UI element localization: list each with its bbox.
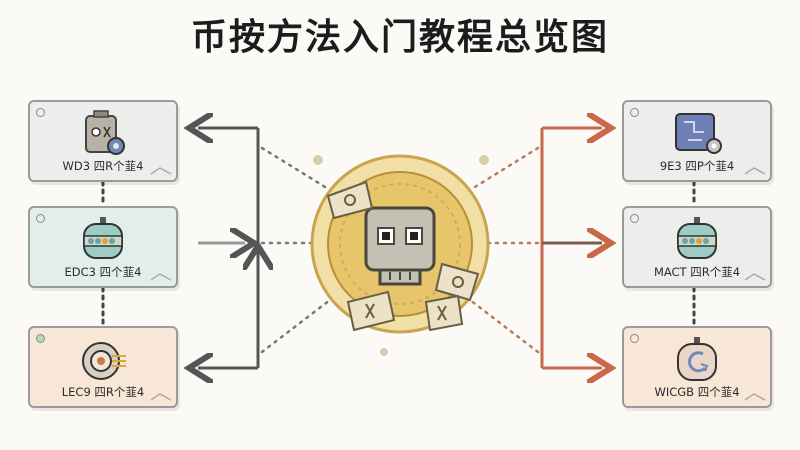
bead-jar-icon bbox=[83, 217, 123, 259]
right-card-1[interactable]: 9E3 四P个韮4 bbox=[622, 100, 772, 182]
left-card-1[interactable]: WD3 四R个韮4 bbox=[28, 100, 178, 182]
robot-gear-icon bbox=[85, 110, 125, 155]
blue-chip-gear-icon bbox=[675, 113, 722, 154]
card-pin-icon bbox=[630, 108, 639, 117]
card-pin-icon bbox=[36, 334, 45, 343]
left-card-3[interactable]: LEC9 四R个韮4 bbox=[28, 326, 178, 408]
dotted-link-top-left bbox=[260, 146, 332, 192]
dotted-link-top-right bbox=[468, 146, 540, 192]
skull-coin-icon bbox=[310, 154, 490, 334]
card-pin-icon bbox=[630, 214, 639, 223]
left-card-1-label: WD3 四R个韮4 bbox=[62, 159, 144, 173]
dotted-link-bot-right bbox=[468, 298, 540, 354]
right-card-2[interactable]: MACT 四R个韮4 bbox=[622, 206, 772, 288]
page-title: 币按方法入门教程总览图 bbox=[190, 17, 609, 58]
spiral-gear-icon bbox=[82, 342, 126, 380]
right-card-2-label: MACT 四R个韮4 bbox=[653, 265, 741, 279]
dotted-link-bot-left bbox=[260, 298, 332, 354]
left-card-3-label: LEC9 四R个韮4 bbox=[61, 385, 145, 399]
left-card-2-label: EDC3 四个韮4 bbox=[64, 265, 142, 279]
bead-jar-icon bbox=[677, 217, 717, 259]
right-card-3-label: WICGB 四个韮4 bbox=[654, 385, 740, 399]
right-card-1-label: 9E3 四P个韮4 bbox=[659, 159, 735, 173]
card-pin-icon bbox=[36, 108, 45, 117]
swirl-jar-icon bbox=[677, 337, 717, 381]
right-card-3[interactable]: WICGB 四个韮4 bbox=[622, 326, 772, 408]
left-card-2[interactable]: EDC3 四个韮4 bbox=[28, 206, 178, 288]
card-pin-icon bbox=[630, 334, 639, 343]
card-pin-icon bbox=[36, 214, 45, 223]
